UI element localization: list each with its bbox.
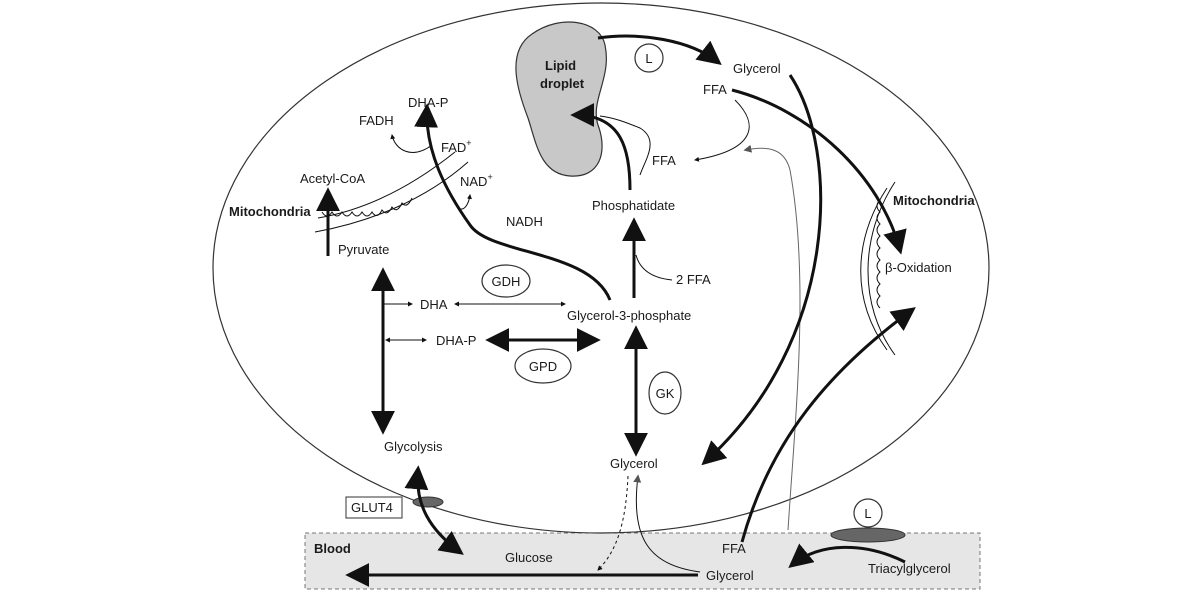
mitochondria-right-cristae	[876, 199, 881, 309]
lipase-blood-membrane	[830, 527, 906, 543]
ffa-top-label: FFA	[703, 82, 727, 97]
mitochondria-left-cristae	[321, 197, 413, 217]
lipase-top-circle	[634, 43, 664, 73]
g3p-label: Glycerol-3-phosphate	[567, 308, 691, 323]
mitochondria-right-inner	[860, 187, 888, 351]
lipid-droplet-label-2: droplet	[540, 76, 585, 91]
dhap-mid-label: DHA-P	[436, 333, 476, 348]
ffa-blood-label: FFA	[722, 541, 746, 556]
gpd-circle	[514, 348, 572, 384]
ffa-middle-label: FFA	[652, 153, 676, 168]
mitochondria-right-outer	[867, 181, 896, 356]
dhap-top-label: DHA-P	[408, 95, 448, 110]
lipase-top-label: L	[645, 51, 652, 66]
arrow-blood-ffa-to-ffa	[743, 144, 801, 531]
lipase-blood-circle	[853, 498, 883, 528]
nad-label: NAD+	[460, 172, 493, 189]
glucose-label: Glucose	[505, 550, 553, 565]
arrow-droplet-to-lipolysis	[597, 34, 722, 65]
two-ffa-label: 2 FFA	[676, 272, 711, 287]
phosphatidate-label: Phosphatidate	[592, 198, 675, 213]
gpd-label: GPD	[529, 359, 557, 374]
gk-label: GK	[656, 386, 675, 401]
arrow-blood-glycerol-uptake	[633, 474, 701, 573]
arrow-g3p-to-dhap-top	[414, 103, 612, 301]
arrow-2ffa-input	[635, 254, 673, 281]
fad-label: FAD+	[441, 138, 472, 155]
arrow-phosphatidate-to-droplet	[570, 103, 632, 191]
glut4-transporter	[412, 496, 444, 508]
arrow-nadh-to-nad	[454, 194, 472, 210]
glycolysis-label: Glycolysis	[384, 439, 443, 454]
arrow-ffa-recycle	[694, 99, 750, 162]
arrow-tag-hydrolysis	[788, 543, 906, 569]
gdh-circle	[481, 264, 531, 298]
lipid-droplet	[515, 21, 607, 177]
glycerol-blood-label: Glycerol	[706, 568, 754, 583]
glycerol-top-label: Glycerol	[733, 61, 781, 76]
glut4-box	[345, 496, 403, 519]
arrow-glycerol-to-glucose-dashed	[597, 475, 629, 571]
fadh-label: FADH	[359, 113, 394, 128]
arrow-ffa-middle-merge	[599, 115, 651, 176]
mitochondria-left-outer	[314, 161, 469, 233]
glut4-label: GLUT4	[351, 500, 393, 515]
gdh-label: GDH	[492, 274, 521, 289]
arrow-fad-to-fadh	[390, 134, 433, 153]
mitochondria-left-label: Mitochondria	[229, 204, 311, 219]
lipid-droplet-label-1: Lipid	[545, 58, 576, 73]
arrow-glucose-uptake	[404, 465, 464, 555]
lipase-blood-label: L	[864, 506, 871, 521]
cell-membrane	[212, 2, 990, 534]
pyruvate-label: Pyruvate	[338, 242, 389, 257]
nadh-label: NADH	[506, 214, 543, 229]
arrow-glycerol-release	[701, 74, 823, 466]
acetyl-coa-label: Acetyl-CoA	[300, 171, 365, 186]
arrow-blood-ffa-to-beta-oxidation	[740, 307, 916, 543]
gk-circle	[648, 371, 682, 415]
dha-label: DHA	[420, 297, 448, 312]
glycerol-cell-label: Glycerol	[610, 456, 658, 471]
beta-oxidation-label: β-Oxidation	[885, 260, 952, 275]
triacylglycerol-label: Triacylglycerol	[868, 561, 951, 576]
arrow-ffa-to-beta-oxidation	[731, 88, 907, 255]
blood-label: Blood	[314, 541, 351, 556]
mitochondria-right-label: Mitochondria	[893, 193, 975, 208]
